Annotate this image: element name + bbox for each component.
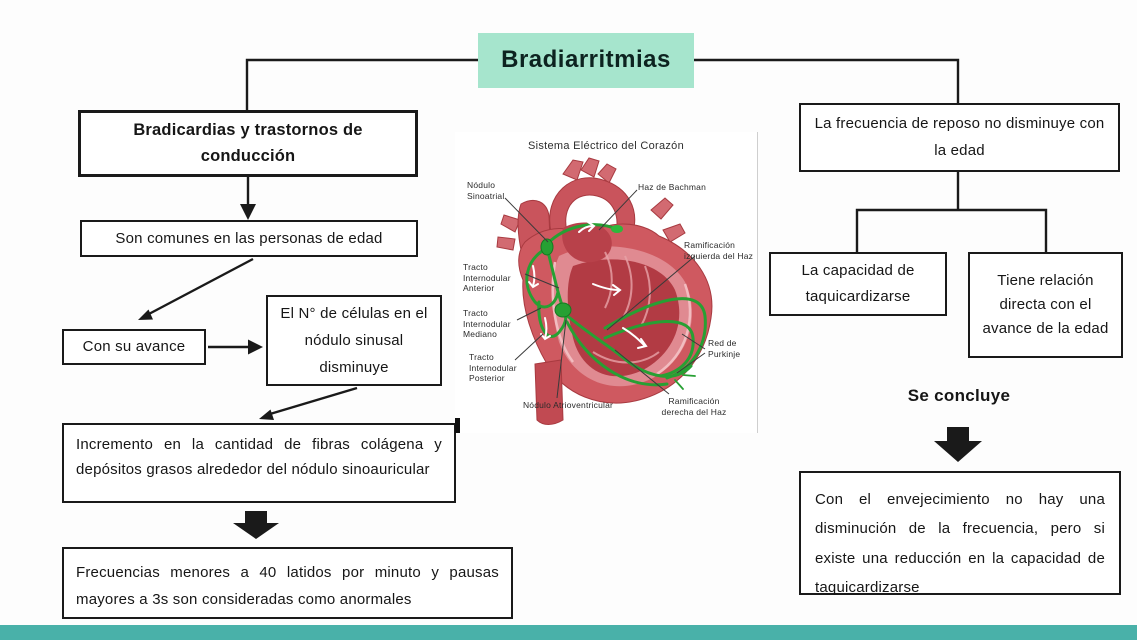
node-conclusion: Con el envejecimiento no hay una disminu… xyxy=(799,471,1121,596)
diagram-title: Bradiarritmias xyxy=(478,33,694,88)
heart-figure-title: Sistema Eléctrico del Corazón xyxy=(527,140,685,152)
label-left-bundle-branch: Ramificación izquierda del Haz xyxy=(684,240,754,261)
heart-illustration xyxy=(455,157,713,433)
label-right-bundle-branch: Ramificación derecha del Haz xyxy=(661,396,727,417)
heart-diagram-figure: Sistema Eléctrico del Corazón xyxy=(455,132,758,433)
label-middle-tract: Tracto Internodular Mediano xyxy=(463,308,511,340)
node-capacidad-taquicardizarse: La capacidad de taquicardizarse xyxy=(769,252,947,316)
node-con-su-avance: Con su avance xyxy=(62,329,206,365)
node-relacion-directa: Tiene relación directa con el avance de … xyxy=(968,252,1123,358)
node-frecuencias-anormales: Frecuencias menores a 40 latidos por min… xyxy=(62,547,513,619)
node-frecuencia-reposo: La frecuencia de reposo no disminuye con… xyxy=(799,103,1120,172)
label-purkinje-network: Red de Purkinje xyxy=(708,338,741,359)
thick-down-arrow-left xyxy=(233,511,279,539)
node-son-comunes: Son comunes en las personas de edad xyxy=(80,220,418,257)
label-posterior-tract: Tracto Internodular Posterior xyxy=(469,352,517,384)
bottom-accent-bar xyxy=(0,625,1137,640)
node-bradicardias-trastornos: Bradicardias y trastornos de conducción xyxy=(78,110,418,177)
node-celulas-nodulo-sinusal: El N° de células en el nódulo sinusal di… xyxy=(266,295,442,386)
label-anterior-tract: Tracto Internodular Anterior xyxy=(463,262,511,294)
label-atrioventricular-node: Nódulo Atrioventricular xyxy=(522,400,614,410)
label-bachmann-bundle: Haz de Bachman xyxy=(638,182,707,192)
node-incremento-fibras: Incremento en la cantidad de fibras colá… xyxy=(62,423,456,503)
conclusion-label: Se concluye xyxy=(907,386,1011,405)
label-sinoatrial-node: Nódulo Sinoatrial xyxy=(467,180,505,201)
thick-down-arrow-right xyxy=(934,427,982,462)
